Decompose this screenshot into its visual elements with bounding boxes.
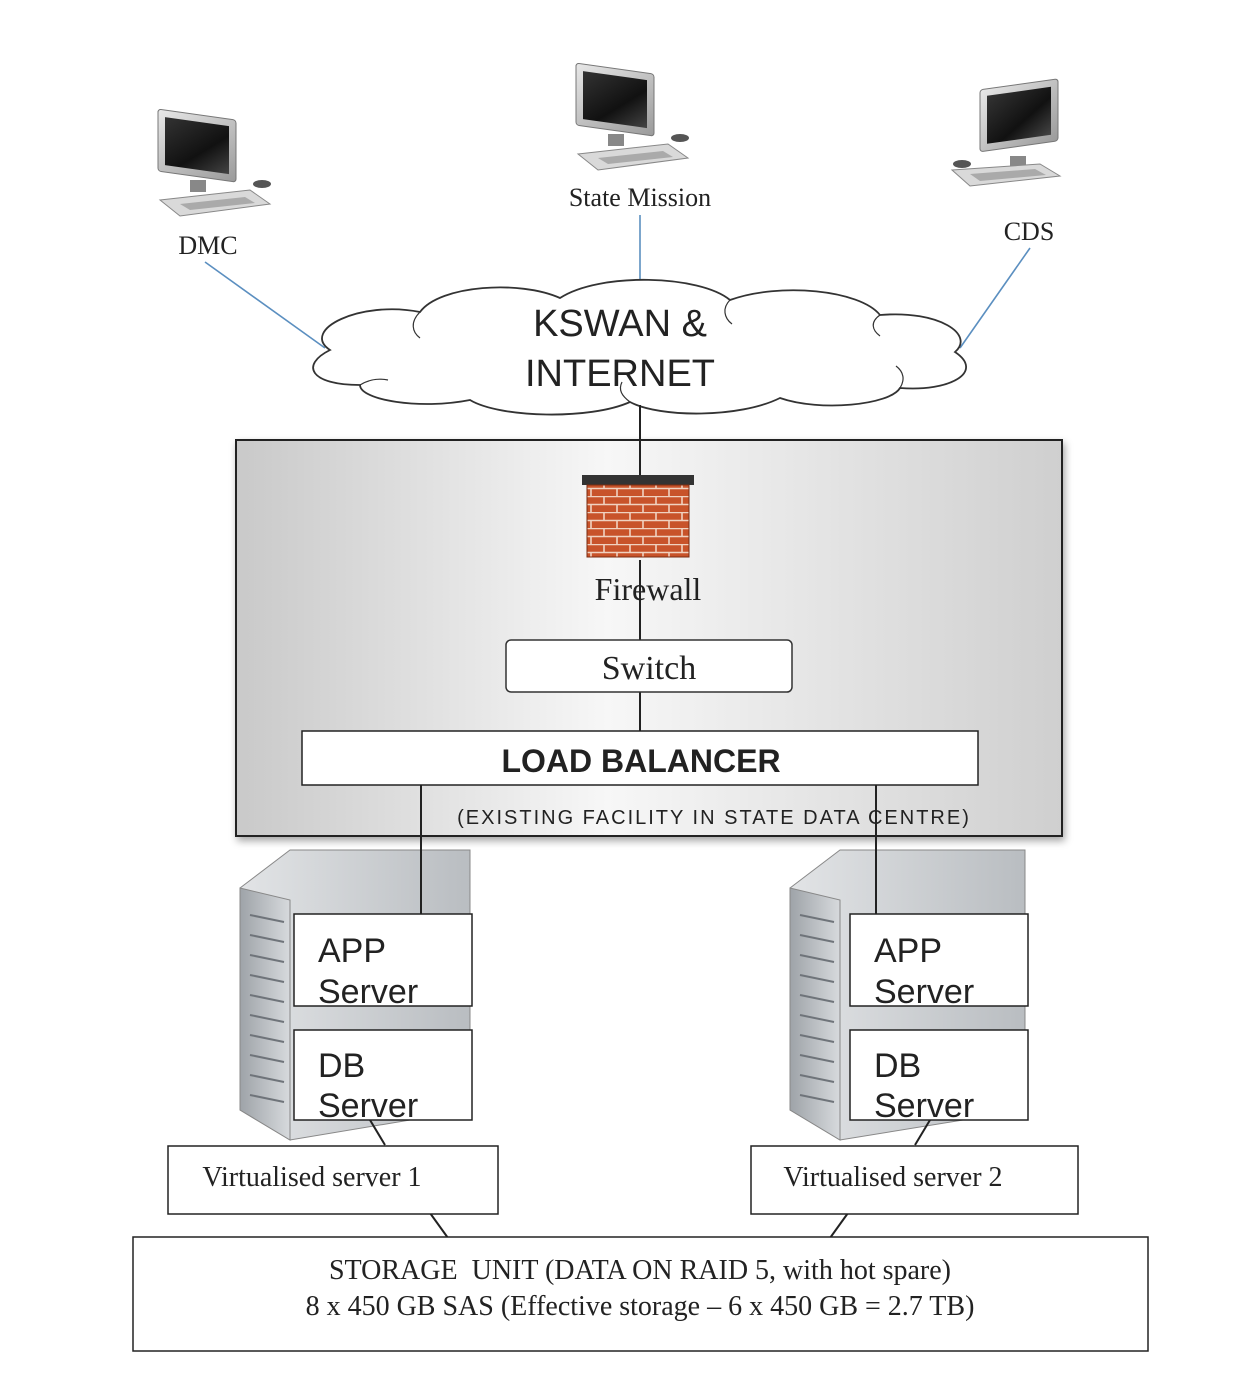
cloud-icon [312,278,967,416]
storage-unit-box [132,1236,1149,1352]
state-mission-label: State Mission [569,183,711,212]
db-server-label: Server [874,1087,974,1125]
app-server-label: Server [318,973,418,1011]
app-server-label: APP [318,932,386,970]
load-balancer-label: LOAD BALANCER [501,743,780,779]
dmc-link [204,261,326,349]
db-server-box [293,1029,473,1121]
firewall-icon [582,475,694,558]
computer-icon [575,63,690,171]
storage-capacity-label: 8 x 450 GB SAS (Effective storage – 6 x … [306,1291,975,1322]
db-server-box [849,1029,1029,1121]
app-server-box [293,913,473,1007]
db-server-label: DB [874,1047,921,1085]
cds-label: CDS [1004,217,1055,246]
db-server-label: Server [318,1087,418,1125]
computer-icon [950,78,1062,187]
storage-unit-label: STORAGE UNIT (DATA ON RAID 5, with hot s… [329,1255,951,1286]
dmc-label: DMC [178,231,237,260]
data-centre-note: (EXISTING FACILITY IN STATE DATA CENTRE) [457,807,971,829]
cloud-label-line2: INTERNET [525,353,715,395]
app-server-label: Server [874,973,974,1011]
virtualised-server-box [167,1145,499,1215]
app-server-label: APP [874,932,942,970]
virtualised-server-box [750,1145,1079,1215]
app-server-box [849,913,1029,1007]
virtualised-server-label: Virtualised server 2 [783,1162,1002,1193]
cds-link [959,247,1031,349]
db-server-label: DB [318,1047,365,1085]
computer-icon [157,109,272,217]
server-wires [369,785,931,1239]
switch-label: Switch [602,650,696,687]
firewall-label: Firewall [595,571,702,607]
cloud-label-line1: KSWAN & [533,303,707,345]
load-balancer-box [301,730,979,786]
virtualised-server-label: Virtualised server 1 [202,1162,421,1193]
switch-box [505,639,793,693]
